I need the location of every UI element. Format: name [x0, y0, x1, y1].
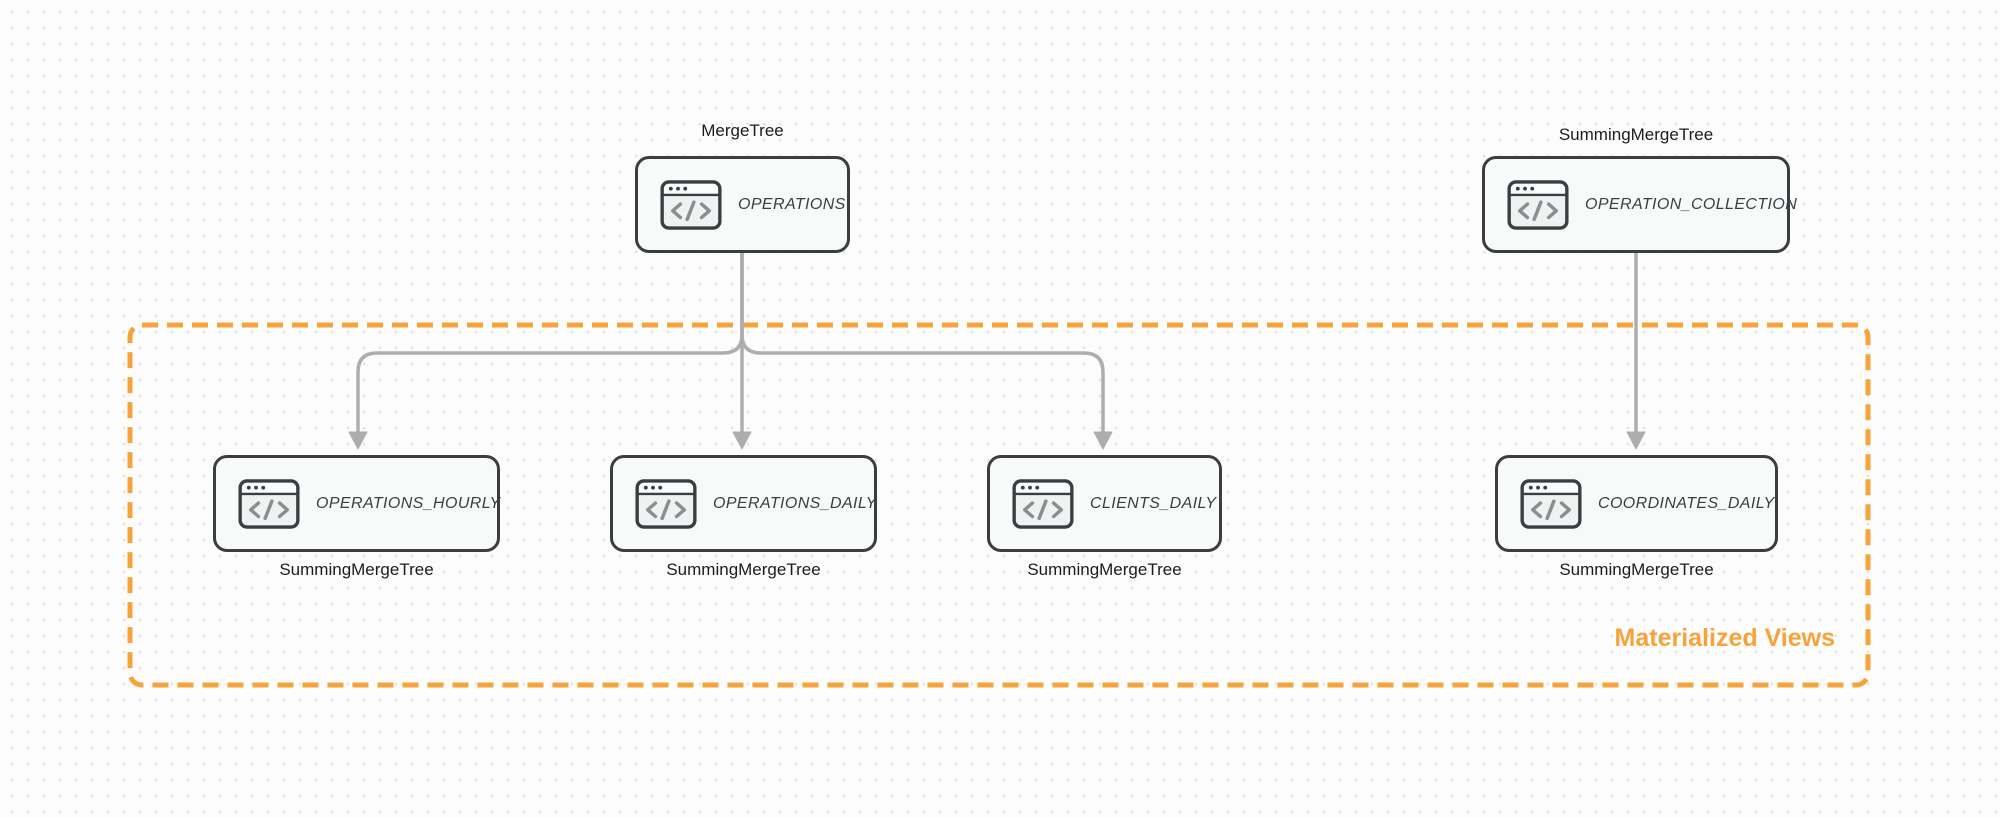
edge-operations-to-clients-daily [740, 253, 1105, 433]
table-node-operations: OPERATIONS [635, 156, 850, 253]
table-name: OPERATION_COLLECTION [1585, 195, 1798, 213]
code-window-icon [1012, 478, 1074, 529]
table-node-coordinates-daily: COORDINATES_DAILY [1495, 455, 1778, 552]
edge-operations-to-operations-hourly [356, 253, 744, 433]
engine-label: SummingMergeTree [1559, 560, 1714, 579]
table-node-clients-daily: CLIENTS_DAILY [987, 455, 1222, 552]
table-name: OPERATIONS [738, 195, 846, 213]
engine-label: MergeTree [701, 121, 784, 140]
materialized-views-group-label: Materialized Views [1614, 624, 1835, 652]
table-node-operations-hourly: OPERATIONS_HOURLY [213, 455, 500, 552]
code-window-icon [238, 478, 300, 529]
engine-label: SummingMergeTree [666, 560, 821, 579]
table-name: OPERATIONS_HOURLY [316, 494, 501, 512]
engine-label: SummingMergeTree [1558, 125, 1714, 144]
materialized-views-boundary [127, 322, 1871, 688]
arrowhead-clients-daily [1093, 431, 1113, 450]
table-name: OPERATIONS_DAILY [713, 494, 877, 512]
table-node-operation-collection: OPERATION_COLLECTION [1482, 156, 1797, 253]
engine-label: SummingMergeTree [1027, 560, 1182, 579]
arrowhead-coordinates-daily [1626, 431, 1646, 450]
arrowhead-operations-hourly [348, 431, 368, 450]
code-window-icon [1507, 179, 1569, 230]
arrowhead-operations-daily [732, 431, 752, 450]
code-window-icon [660, 179, 722, 230]
code-window-icon [1520, 478, 1582, 529]
table-node-operations-daily: OPERATIONS_DAILY [610, 455, 877, 552]
table-name: CLIENTS_DAILY [1090, 494, 1217, 512]
table-name: COORDINATES_DAILY [1598, 494, 1775, 512]
engine-label: SummingMergeTree [279, 560, 434, 579]
code-window-icon [635, 478, 697, 529]
